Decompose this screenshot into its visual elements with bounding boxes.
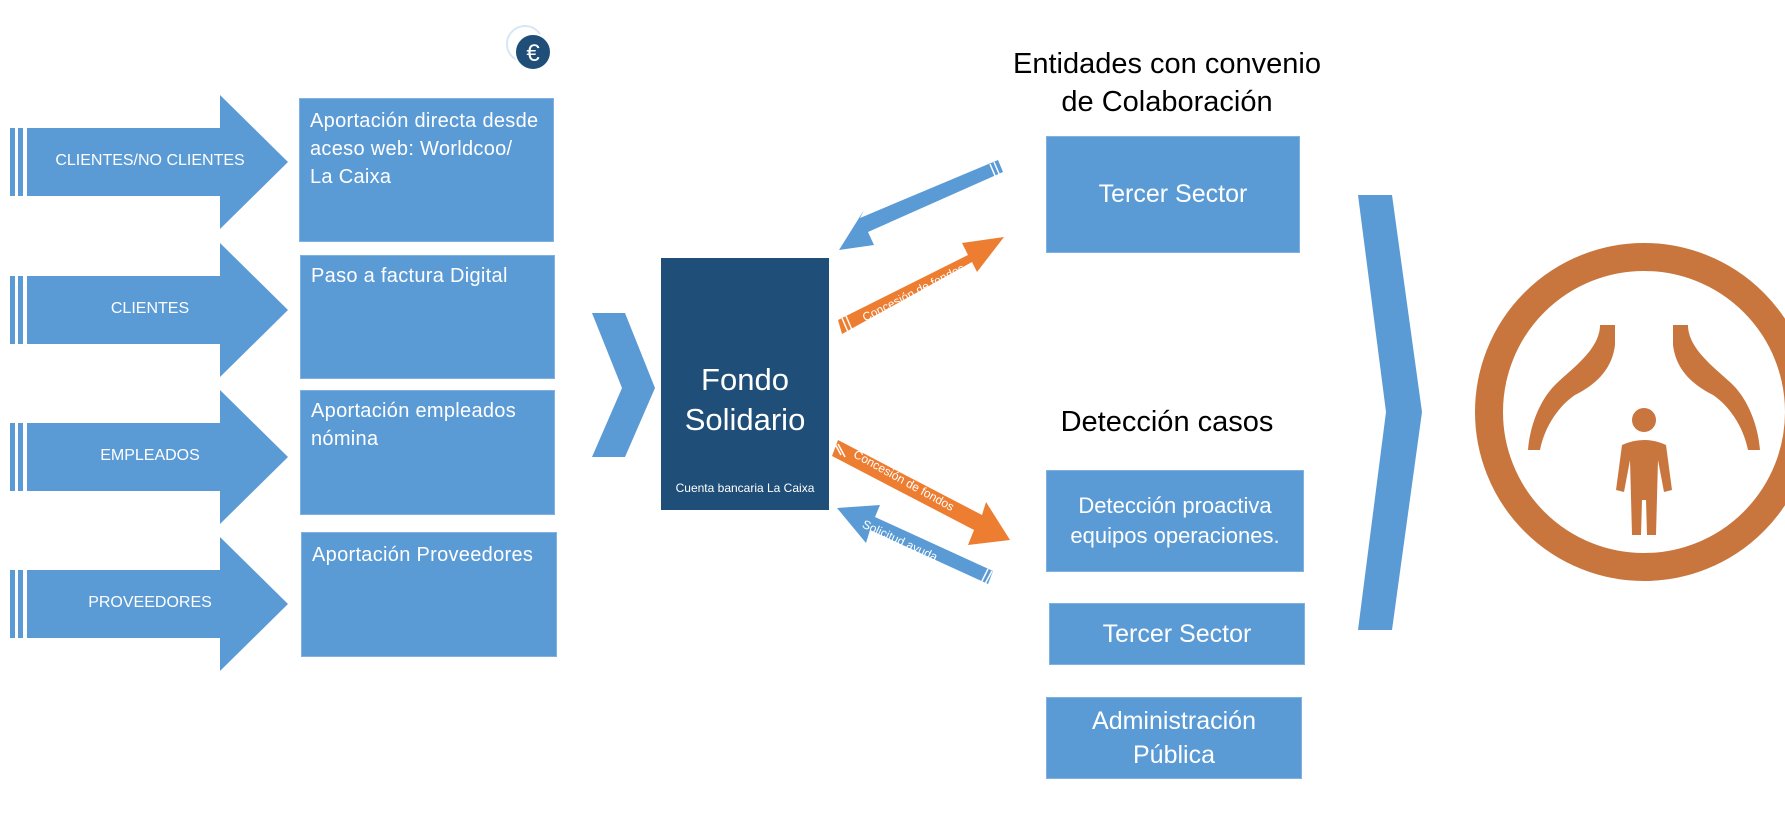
fondo-solidario-box: Fondo Solidario Cuenta bancaria La Caixa [661,258,829,510]
arrow-concesion-bottom [832,440,1010,545]
via-empleados-line1: Aportación empleados [311,400,517,422]
via-box-factura: Paso a factura Digital [300,255,555,379]
vias-title-line1: Vías de [360,8,460,39]
source-arrow-4 [10,537,288,671]
fondo-title-line2: Solidario [684,402,806,437]
euro-coins-icon: € [506,25,552,71]
source-label-clientes-no-clientes: CLIENTES/NO CLIENTES [55,152,245,169]
arrow-solicitud-bottom [837,505,993,585]
vias-title: Vías de captación de [300,6,520,78]
via-box-proveedores: Aportación Proveedores [301,532,557,657]
chevron-to-protection [1358,195,1422,630]
source-arrow-1 [10,95,288,229]
deteccion-title: Detección casos [1060,406,1274,438]
administracion-publica-box: Administración Pública [1046,697,1302,779]
chevron-to-fondo [592,313,655,457]
via-proveedores-line1: Aportación Proveedores [312,544,534,566]
administracion-line1: Administración [1092,707,1256,735]
entidades-title: Entidades con convenio de Colaboración [998,45,1336,121]
source-arrow-3 [10,390,288,524]
source-label-proveedores: PROVEEDORES [88,594,212,611]
via-empleados-line2: nómina [311,428,379,450]
deteccion-tercer-sector-box: Tercer Sector [1049,603,1305,665]
svg-text:€: € [526,40,540,67]
deteccion-tercer-sector-label: Tercer Sector [1102,619,1252,648]
via-web-line2: aceso web: Worldcoo/ [310,138,513,160]
entidades-title-line2: de Colaboración [1061,86,1273,118]
arrow-solicitud-top [839,160,1003,250]
administracion-line2: Pública [1133,741,1215,769]
fondo-subtitle: Cuenta bancaria La Caixa [675,481,815,495]
entidades-tercer-sector-box: Tercer Sector [1046,136,1300,253]
source-arrow-2 [10,243,288,377]
via-web-line3: La Caixa [310,166,392,188]
protection-hands-child-icon [1475,243,1785,581]
fondo-title-line1: Fondo [701,362,789,397]
fondo-title: Fondo Solidario [661,360,829,440]
via-factura-line1: Paso a factura Digital [311,265,508,287]
via-box-web: Aportación directa desde aceso web: Worl… [299,98,554,242]
deteccion-proactiva-line1: Detección proactiva [1078,493,1272,518]
source-label-clientes: CLIENTES [110,300,190,317]
arrow-concesion-top [838,237,1004,334]
via-web-line1: Aportación directa desde [310,110,539,132]
entidades-tercer-sector-label: Tercer Sector [1098,180,1248,208]
source-label-empleados: EMPLEADOS [100,447,200,464]
vias-title-line2: captación de [324,44,496,75]
deteccion-proactiva-box: Detección proactiva equipos operaciones. [1046,470,1304,572]
deteccion-proactiva-line2: equipos operaciones. [1070,523,1280,548]
via-box-empleados: Aportación empleados nómina [300,390,555,515]
entidades-title-line1: Entidades con convenio [1013,48,1321,80]
